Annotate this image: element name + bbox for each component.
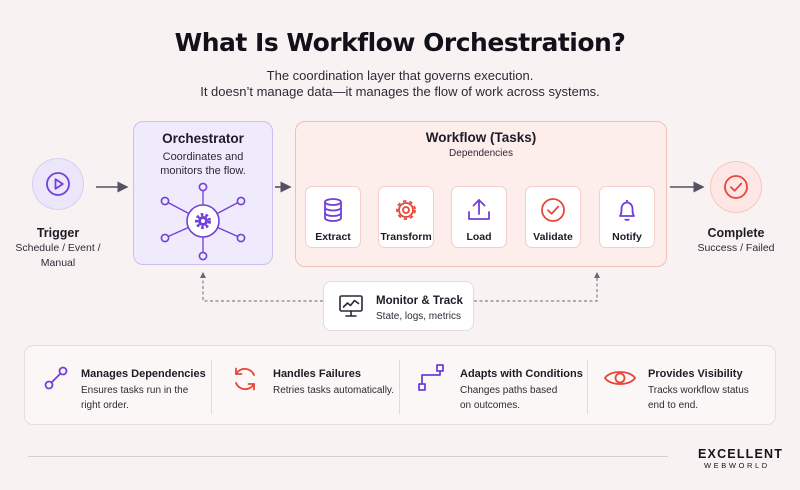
footer-rule: [28, 456, 668, 457]
feature-desc-line-1: Tracks workflow status: [648, 385, 749, 396]
feature-title: Handles Failures: [273, 368, 362, 380]
feature-desc-line-2: end to end.: [648, 400, 699, 411]
bell-icon: [619, 200, 635, 221]
task-notify: Notify: [599, 186, 655, 248]
trigger-line-1: Schedule / Event /: [15, 242, 101, 254]
feature-divider: [399, 360, 400, 414]
orchestrator-title: Orchestrator: [162, 131, 244, 146]
play-icon: [46, 172, 70, 196]
task-extract: Extract: [305, 186, 361, 248]
monitor-box: [323, 281, 474, 331]
orchestrator-line-2: monitors the flow.: [160, 165, 246, 177]
monitor-chart-icon: [339, 295, 363, 317]
database-icon: [324, 198, 342, 222]
feature-desc-line-1: Retries tasks automatically.: [273, 385, 394, 396]
task-label: Validate: [533, 231, 573, 243]
dependencies-label: Dependencies: [449, 148, 513, 159]
eye-icon: [603, 371, 637, 385]
features-panel: [24, 345, 776, 425]
monitor-subtitle: State, logs, metrics: [376, 311, 462, 322]
feature-desc-line-1: Ensures tasks run in the: [81, 385, 189, 396]
complete-subtitle: Success / Failed: [697, 242, 775, 254]
gear-icon: [396, 200, 416, 220]
page-title: What Is Workflow Orchestration?: [174, 28, 626, 57]
feature-desc-line-2: on outcomes.: [460, 400, 521, 411]
task-label: Extract: [315, 231, 351, 243]
upload-icon: [468, 199, 490, 220]
trigger-node: [32, 158, 84, 210]
task-label: Notify: [612, 231, 642, 243]
brand-logo-line-2: WEBWORLD: [704, 461, 770, 470]
dependency-icon: [44, 366, 68, 390]
orchestrator-line-1: Coordinates and: [162, 151, 244, 163]
feature-desc-line-2: right order.: [81, 400, 129, 411]
workflow-title: Workflow (Tasks): [425, 130, 537, 145]
trigger-title: Trigger: [36, 226, 80, 240]
check-circle-icon: [541, 198, 565, 222]
branch-icon: [418, 364, 444, 391]
feature-desc-line-1: Changes paths based: [460, 385, 558, 396]
complete-title: Complete: [707, 226, 765, 240]
monitor-title: Monitor & Track: [376, 295, 463, 307]
trigger-line-2: Manual: [40, 257, 76, 269]
check-circle-icon: [724, 175, 748, 199]
feature-title: Adapts with Conditions: [460, 368, 583, 380]
subtitle-line-2: It doesn’t manage data—it manages the fl…: [200, 84, 600, 99]
feature-title: Manages Dependencies: [81, 368, 206, 380]
refresh-icon: [235, 367, 255, 391]
feature-divider: [211, 360, 212, 414]
monitor-feedback-lines: [200, 272, 600, 302]
feature-title: Provides Visibility: [648, 368, 743, 380]
orchestrator-hub-graphic: [160, 182, 246, 261]
complete-node: [710, 161, 762, 213]
gear-icon: [195, 213, 211, 229]
task-transform: Transform: [378, 186, 434, 248]
task-label: Load: [466, 231, 492, 243]
task-validate: Validate: [525, 186, 581, 248]
task-load: Load: [451, 186, 507, 248]
subtitle-line-1: The coordination layer that governs exec…: [266, 68, 534, 83]
brand-logo-line-1: EXCELLENT: [698, 447, 784, 461]
task-label: Transform: [380, 231, 432, 243]
feature-divider: [587, 360, 588, 414]
